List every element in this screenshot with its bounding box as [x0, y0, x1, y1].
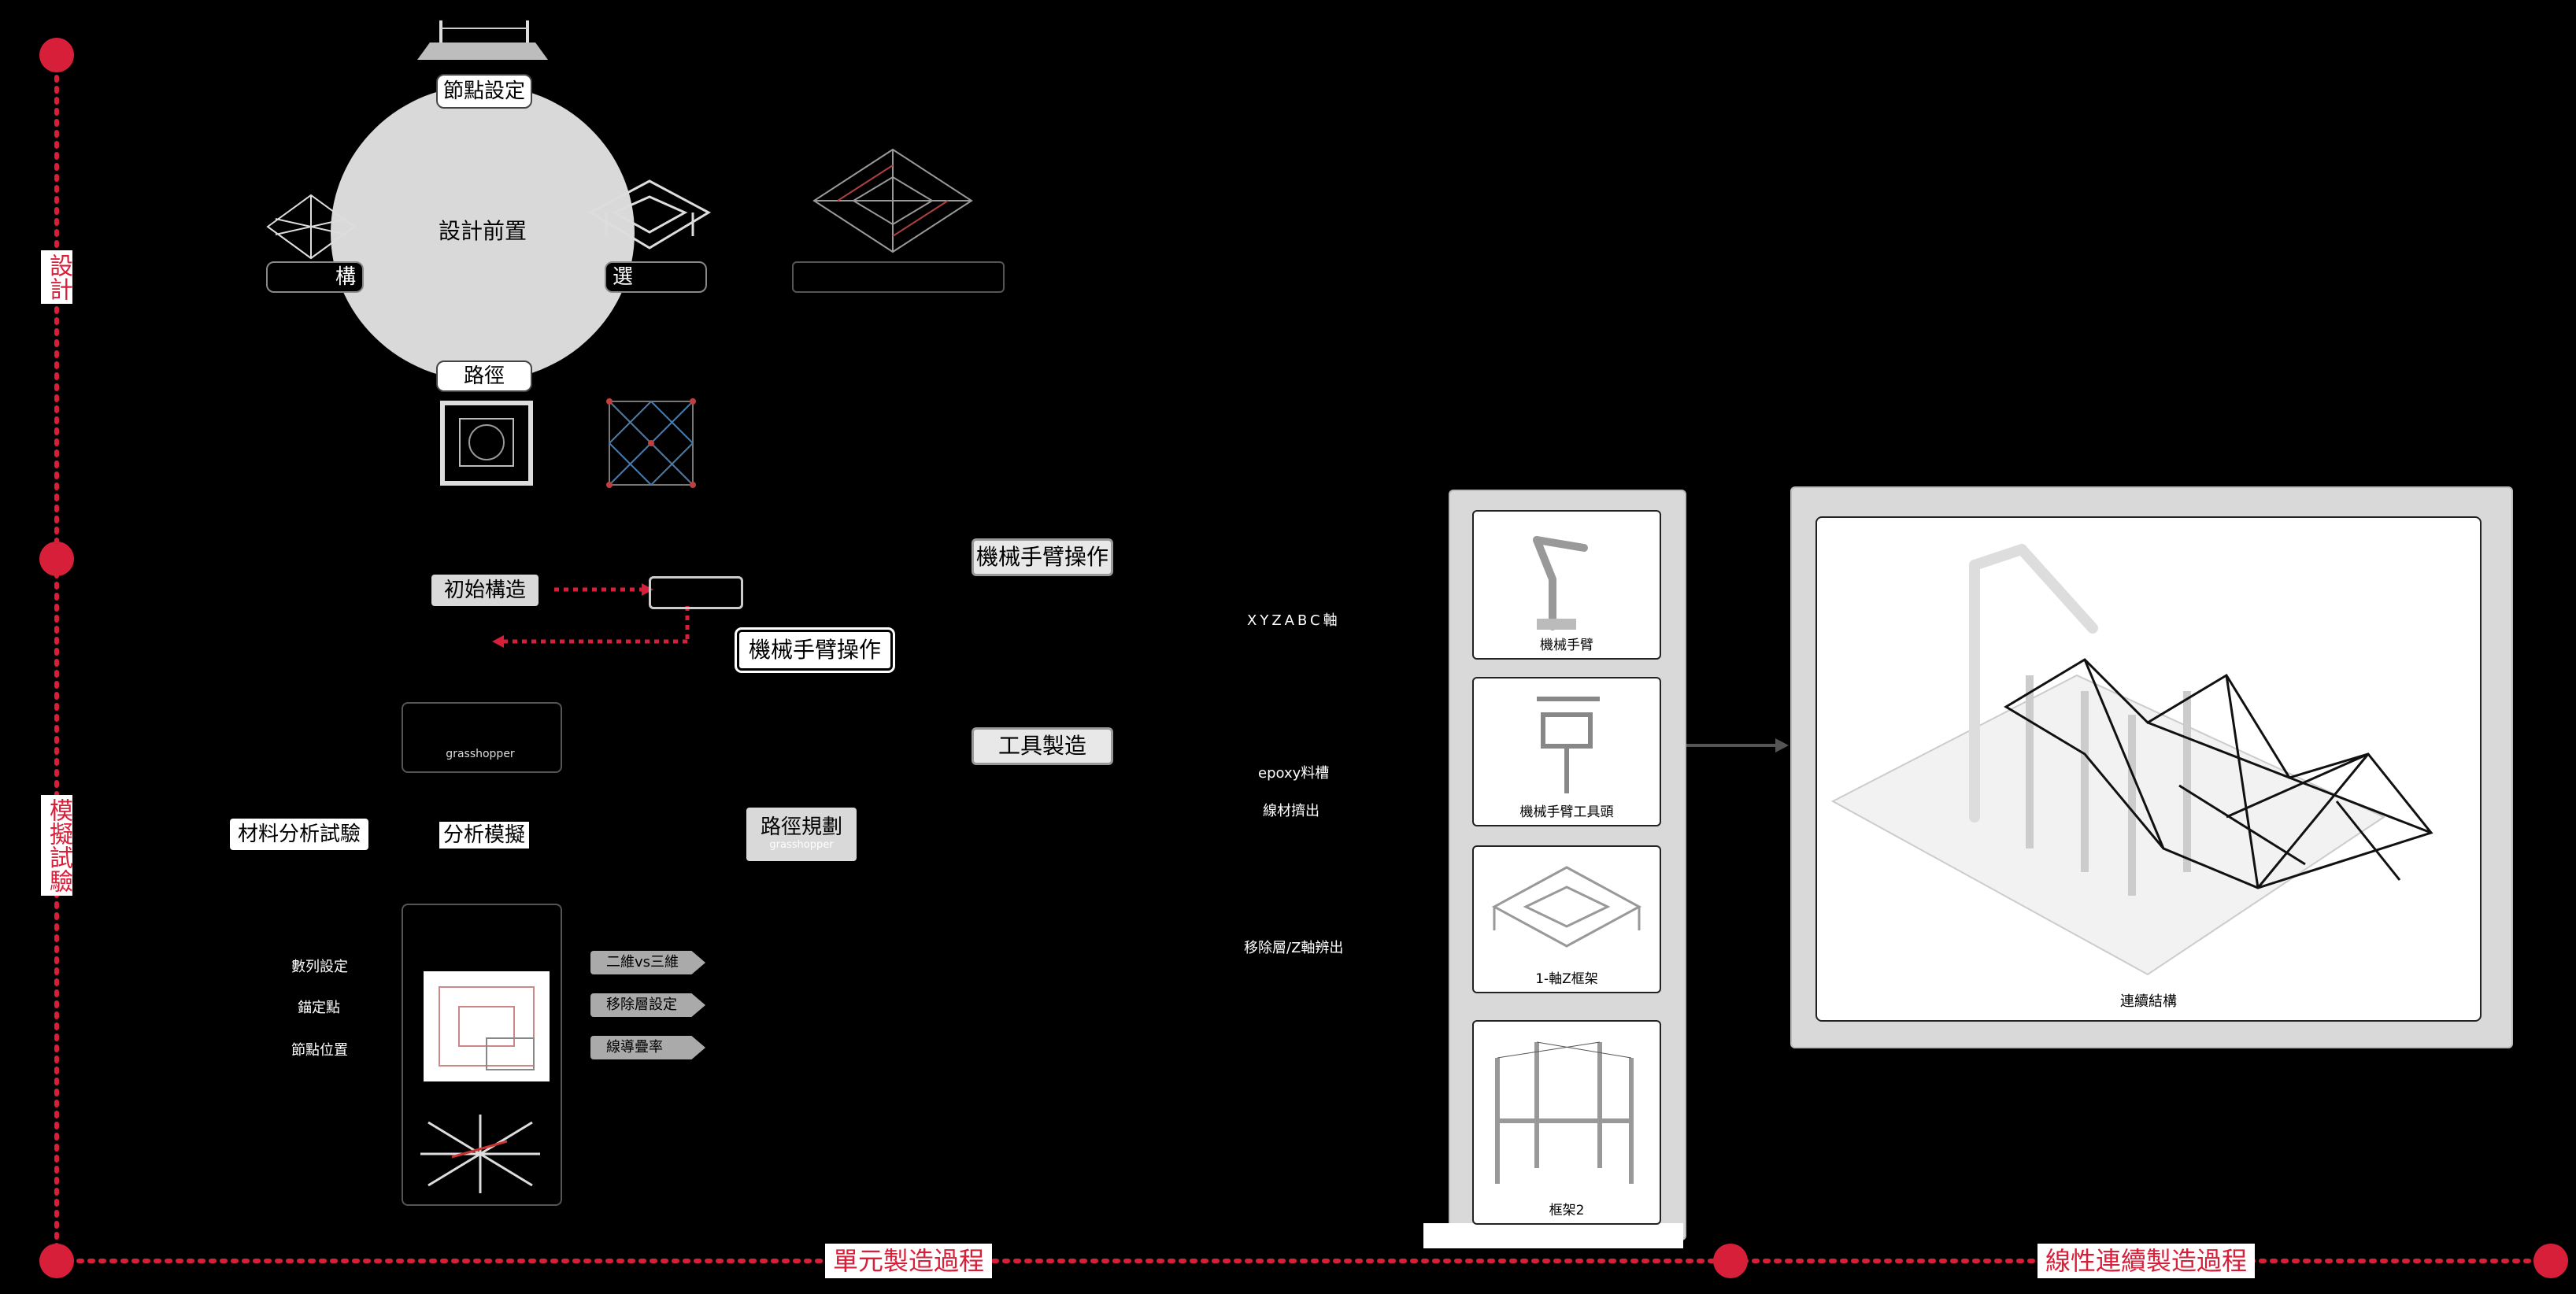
axis-dot-origin	[39, 1244, 74, 1278]
analysis-panel	[402, 904, 562, 1206]
panel-item-caption: 1-軸Z框架	[1535, 971, 1598, 987]
param-label-2: 錨定點	[298, 1000, 340, 1016]
result-caption: 連續結構	[2120, 993, 2177, 1010]
param-pill-3: 線導疊率	[590, 1036, 705, 1059]
design-tag-top: 節點設定	[436, 74, 532, 109]
network-grid-frame	[792, 261, 1005, 293]
panel-item-caption: 機械手臂	[1540, 638, 1593, 653]
axis-label-design: 設計	[41, 250, 72, 304]
axis-dot-end	[2533, 1244, 2568, 1278]
analysis-sim-label: 分析模擬	[439, 822, 529, 848]
frame-icon	[1491, 866, 1642, 948]
panel-item-caption: 機械手臂工具頭	[1519, 804, 1614, 820]
path-plan-box	[746, 808, 857, 861]
continuous-structure-render	[1830, 544, 2434, 976]
axis-dot-mid	[1713, 1244, 1748, 1278]
axis-label-linear-process: 線性連續製造過程	[2037, 1244, 2256, 1278]
network-grid-thumbnail	[812, 148, 973, 253]
axis-label-unit-process: 單元製造過程	[825, 1244, 993, 1278]
design-center-label: 設計前置	[438, 218, 527, 244]
dome-structure-thumbnail	[266, 194, 356, 260]
star-structure-diagram	[420, 1115, 540, 1193]
panel-item-frame-1: 1-軸Z框架	[1472, 845, 1661, 993]
design-tag-left: 構	[266, 261, 364, 293]
tool-head-icon	[1537, 697, 1600, 793]
remove-layer-label: 移除層/Z軸辨出	[1244, 940, 1344, 956]
grasshopper-box	[402, 702, 562, 773]
axis-dot-sim	[39, 542, 74, 576]
design-center-circle	[331, 85, 635, 381]
sim-robot-op-label: 機械手臂操作	[735, 627, 895, 673]
path-plan-sublabel: grasshopper	[769, 839, 834, 851]
path-plan-label: 路徑規劃	[760, 815, 842, 839]
panel-item-tool-head: 機械手臂工具頭	[1472, 677, 1661, 826]
frame-2-icon	[1495, 1041, 1634, 1184]
equipment-panel-base	[1423, 1223, 1683, 1248]
robot-arm-icon	[1533, 536, 1588, 630]
panel-item-frame-2: 框架2	[1472, 1020, 1661, 1225]
design-tag-right: 選	[605, 261, 707, 293]
result-image-frame: 連續結構	[1815, 516, 2482, 1022]
plan-grid-diagram	[424, 971, 550, 1081]
param-pill-1: 二維vs三維	[590, 951, 705, 974]
xyzabc-label: XYZABC軸	[1247, 612, 1341, 629]
frame-grid-thumbnail	[587, 179, 712, 250]
path-square-thumbnail	[440, 401, 533, 486]
extrude-label: 線材擠出	[1263, 803, 1319, 819]
design-tag-bottom: 路徑	[436, 360, 532, 392]
tool-make-label: 工具製造	[972, 727, 1113, 765]
initial-build-label: 初始構造	[431, 575, 539, 606]
material-test-label: 材料分析試驗	[230, 819, 368, 850]
panel-item-robot: 機械手臂	[1472, 510, 1661, 660]
param-label-1: 數列設定	[291, 959, 348, 975]
sim-empty-box	[649, 576, 743, 609]
grasshopper-box-label: grasshopper	[446, 748, 515, 760]
axis-dot-design	[39, 38, 74, 72]
robot-op-label: 機械手臂操作	[972, 538, 1113, 576]
panel-item-caption: 框架2	[1549, 1203, 1585, 1218]
axis-label-simulation: 模擬試驗	[41, 795, 72, 896]
epoxy-label: epoxy料槽	[1258, 765, 1330, 782]
node-network-thumbnail	[606, 398, 696, 488]
param-pill-2: 移除層設定	[590, 993, 705, 1017]
platform-thumbnail	[417, 20, 548, 60]
param-label-3: 節點位置	[291, 1042, 348, 1059]
